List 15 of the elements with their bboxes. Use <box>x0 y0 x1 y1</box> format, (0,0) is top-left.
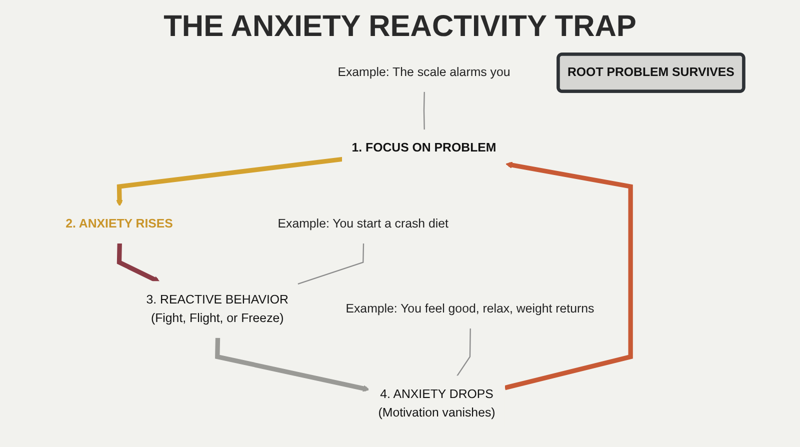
arrow <box>215 338 370 392</box>
arrow <box>116 156 344 207</box>
arrow <box>116 243 160 283</box>
connector <box>456 328 471 377</box>
node-text: Example: You start a crash diet <box>278 217 448 231</box>
node-text: Example: The scale alarms you <box>338 66 510 79</box>
connector <box>297 243 364 285</box>
node-text: 4. ANXIETY DROPS (Motivation vanishes) <box>378 388 496 420</box>
node-text: 3. REACTIVE BEHAVIOR (Fight, Flight, or Freeze) <box>146 293 288 326</box>
connector <box>423 92 425 130</box>
node-text: 1. FOCUS ON PROBLEM <box>352 142 496 155</box>
title: THE ANXIETY REACTIVITY TRAP <box>162 9 638 45</box>
node-text: 2. ANXIETY RISES <box>66 217 173 231</box>
arrow <box>504 162 633 390</box>
node-text: Example: You feel good, relax, weight returns <box>346 302 594 316</box>
